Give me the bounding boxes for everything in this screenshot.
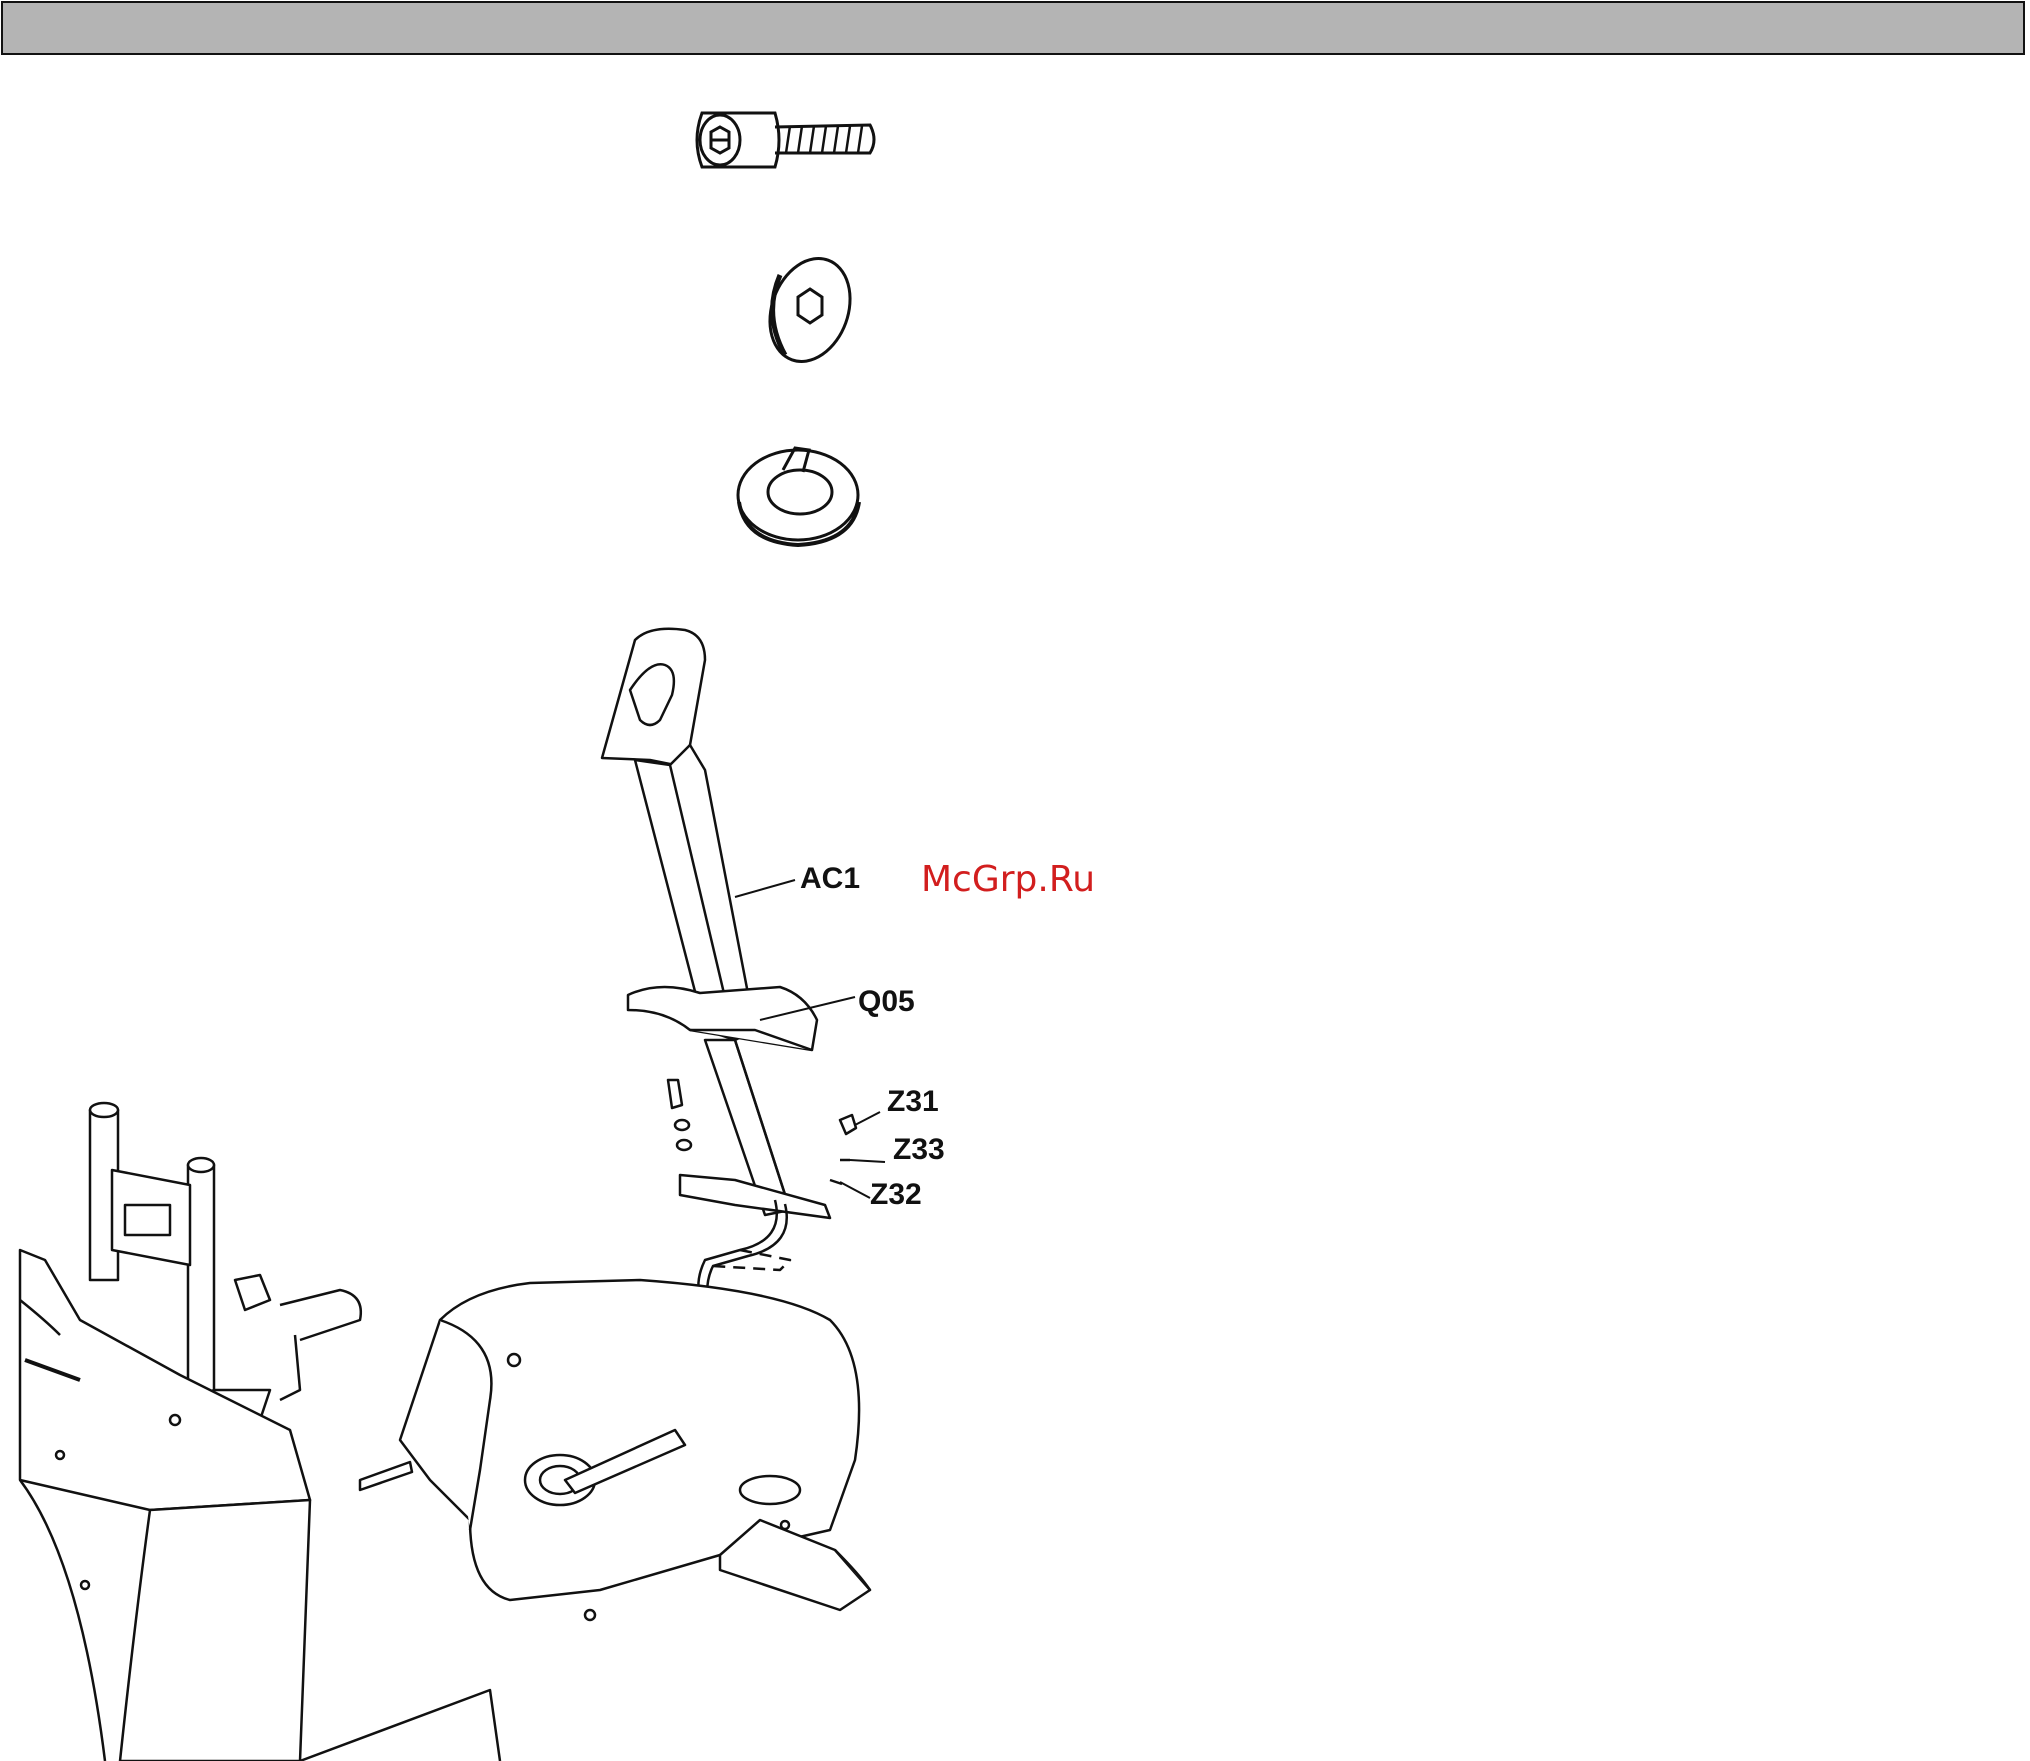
- callout-z33: Z33: [893, 1133, 945, 1167]
- watermark: McGrp.Ru: [921, 859, 1095, 900]
- callout-z32: Z32: [870, 1178, 922, 1212]
- callout-q05: Q05: [858, 985, 915, 1019]
- exploded-assembly-drawing: [0, 600, 1000, 1761]
- socket-head-bolt-icon: [680, 95, 900, 185]
- split-lock-washer-icon: [725, 430, 875, 560]
- callout-z31: Z31: [887, 1085, 939, 1119]
- header-bar: [1, 1, 2025, 55]
- flat-washer-icon: [755, 245, 865, 375]
- callout-ac1: AC1: [800, 862, 860, 896]
